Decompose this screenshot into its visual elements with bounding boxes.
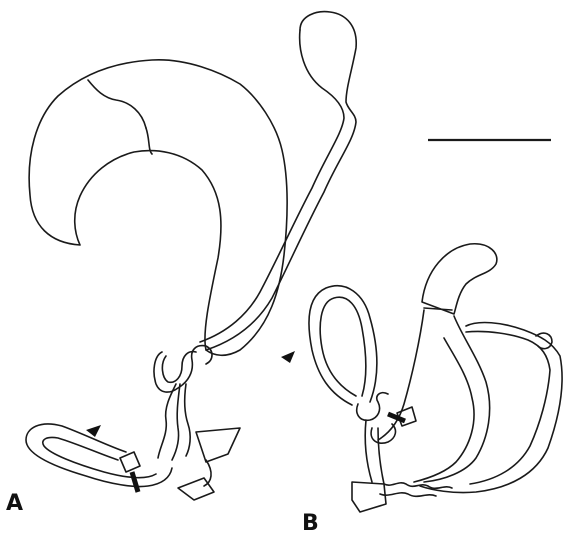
panel-a-tube-left	[158, 384, 176, 458]
panel-a-drawing	[26, 12, 356, 500]
panel-a-long-duct	[206, 12, 356, 350]
panel-a-tube-mid	[172, 384, 180, 460]
panel-a-arrowhead	[86, 425, 101, 437]
panel-b-arrowhead	[281, 351, 295, 363]
panel-b-label: B	[302, 511, 319, 534]
panel-b-long-sac-inner	[414, 338, 474, 482]
panel-b-sac-neck	[424, 308, 452, 310]
panel-a-long-duct-inner	[200, 30, 344, 342]
panel-b-drawing	[281, 244, 562, 512]
panel-a-block-1	[196, 428, 240, 462]
panel-b-wavy-tube-2	[380, 493, 436, 496]
panel-b-upper-sac	[422, 244, 497, 314]
panel-a-lower-loop-inner	[43, 437, 156, 477]
panel-b-long-sac-outer	[424, 316, 490, 482]
panel-a-tube-right	[185, 384, 190, 456]
panel-b-arrow	[388, 414, 405, 421]
panel-a-arrow	[132, 472, 138, 492]
panel-a-hook	[29, 60, 287, 355]
panel-a-hook-division-1	[88, 80, 146, 128]
panel-a-pointer-box	[120, 452, 140, 472]
panel-b-wavy-tube	[384, 483, 452, 488]
panel-a-label: A	[6, 491, 23, 516]
panel-b-block	[352, 482, 386, 512]
panel-b-right-appendage-inner	[466, 331, 550, 484]
panel-b-tall-loop-inner	[320, 297, 366, 396]
